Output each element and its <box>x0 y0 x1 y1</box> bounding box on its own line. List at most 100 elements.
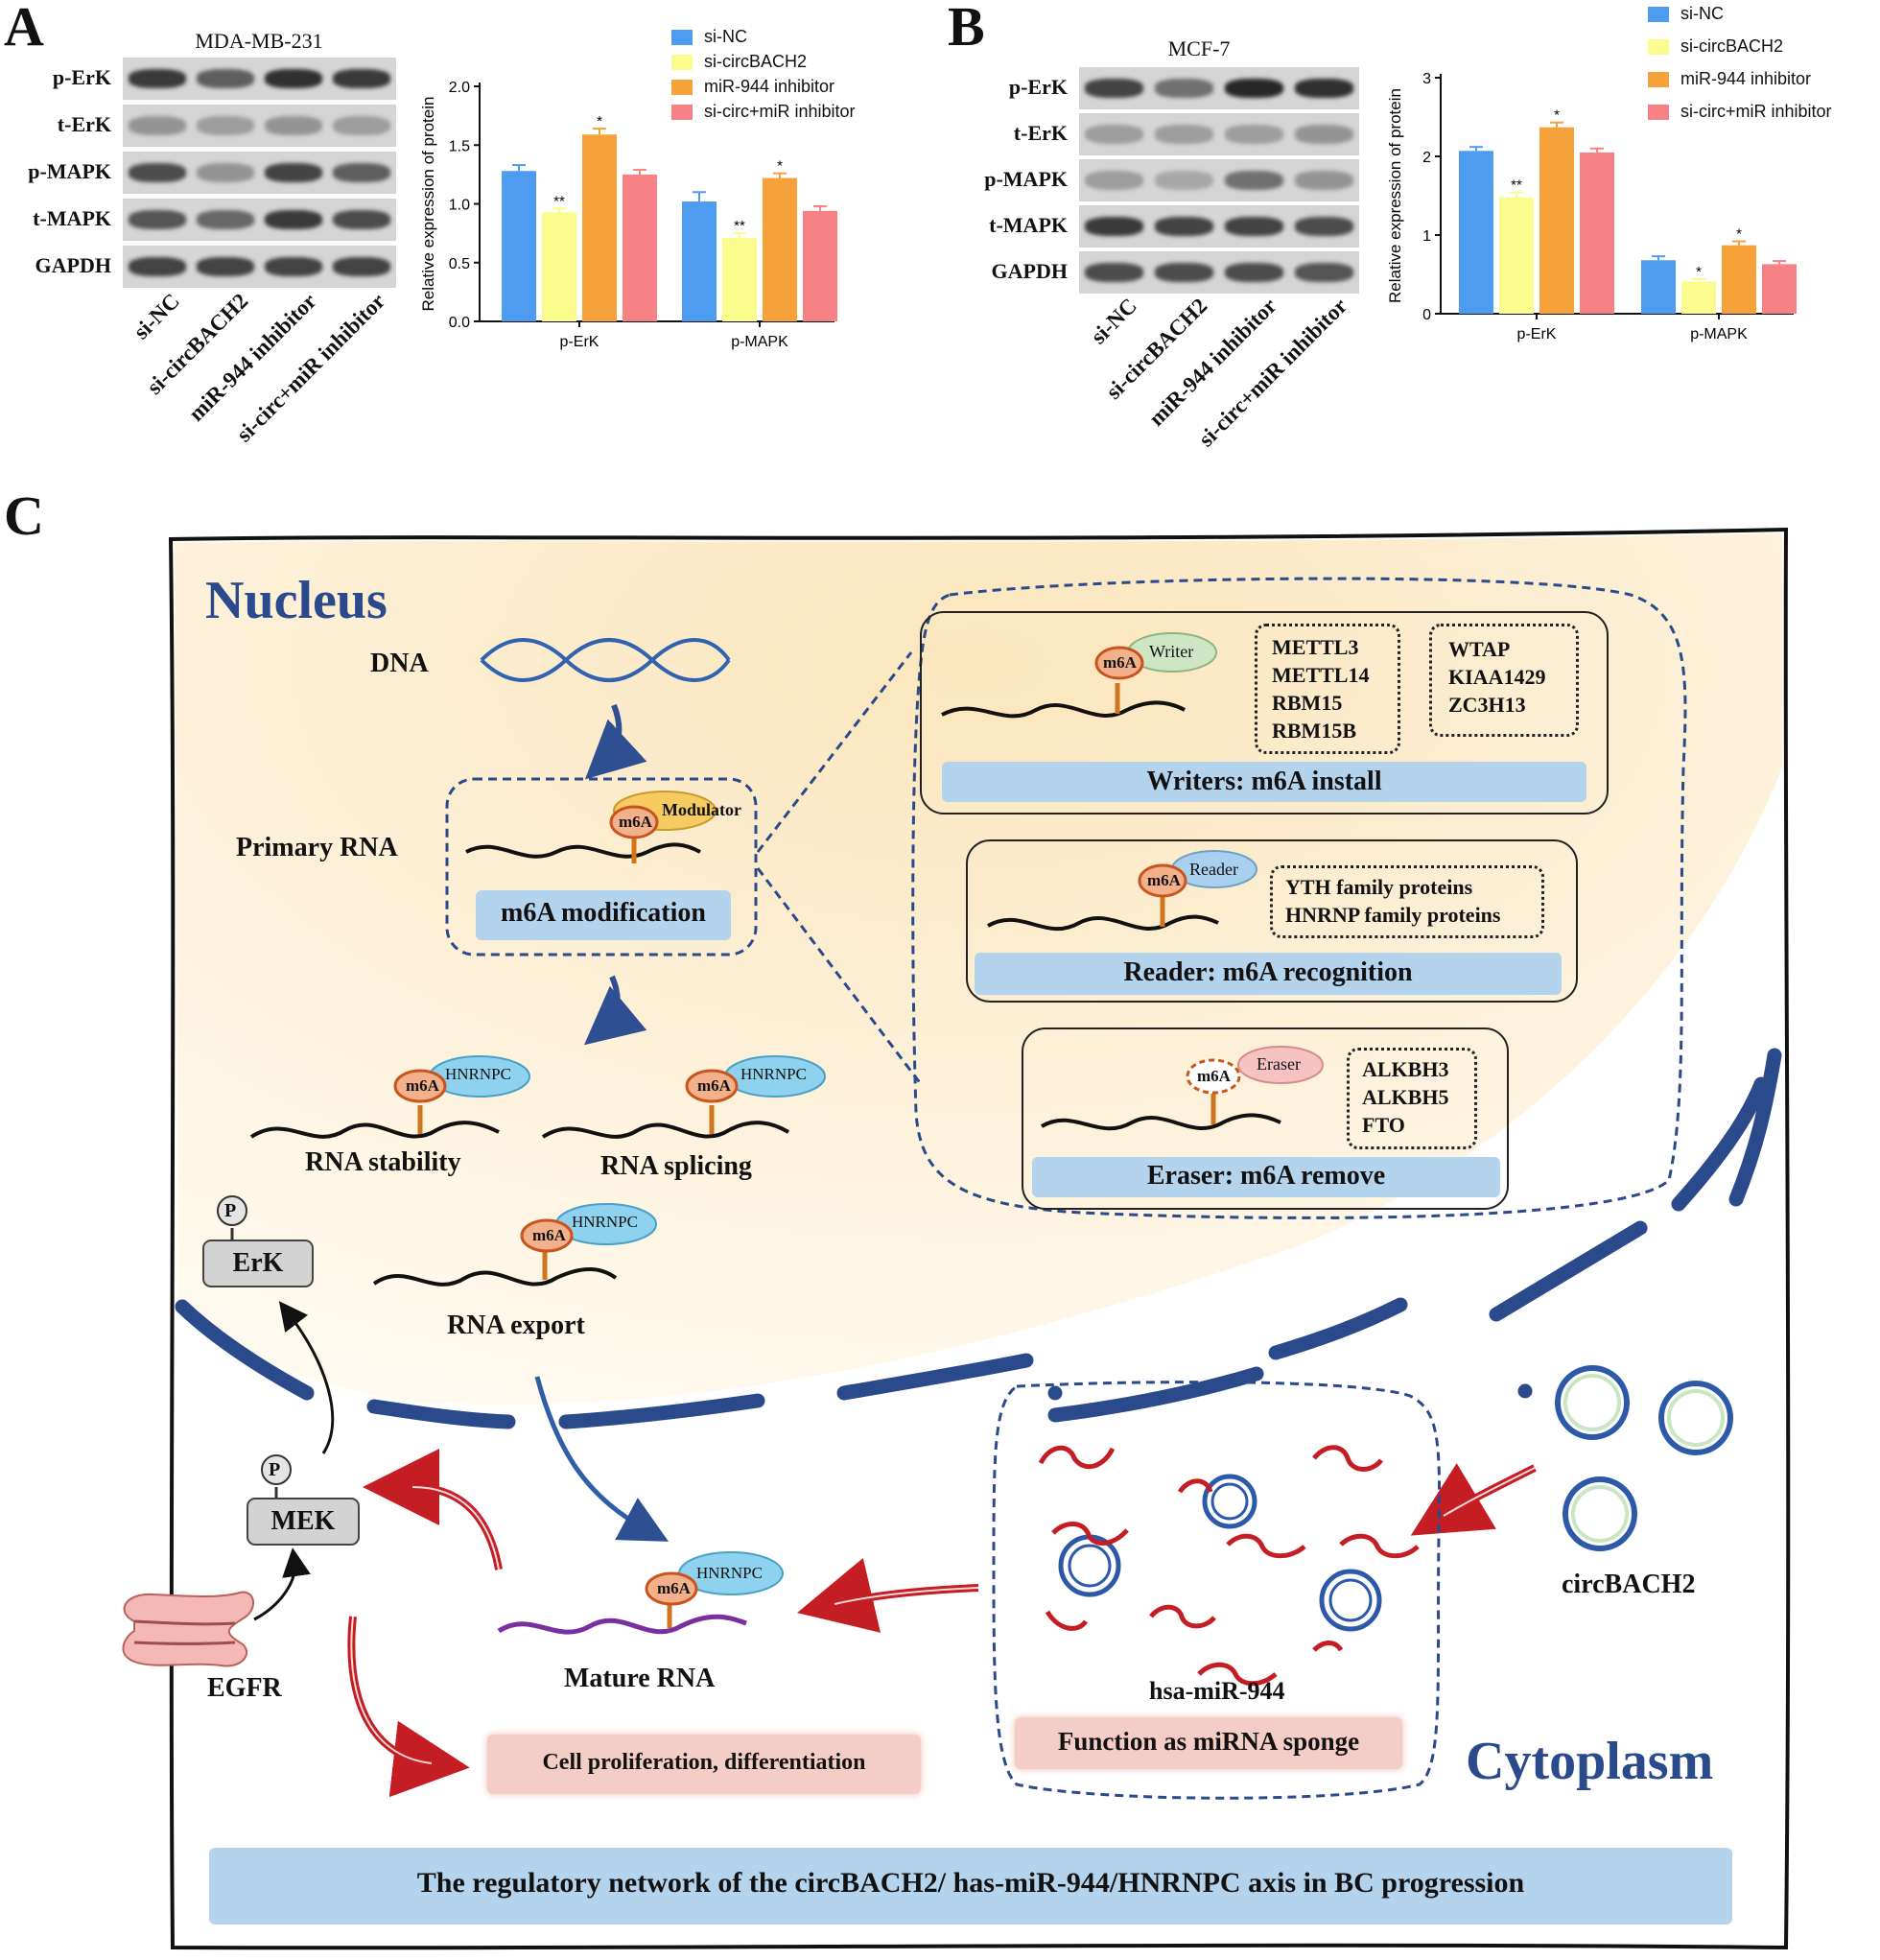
reader-list: YTH family proteins HNRNP family protein… <box>1285 873 1500 929</box>
hnrnpc-label: HNRNPC <box>740 1065 807 1083</box>
proliferation-text: Cell proliferation, differentiation <box>542 1750 866 1775</box>
reader-caption: Reader: m6A recognition <box>1123 957 1413 987</box>
blot-band-label: t-ErK <box>1013 121 1068 145</box>
legend-a-si-nc: si-NC <box>671 27 747 47</box>
blot-band <box>333 163 391 182</box>
blot-band <box>196 69 254 88</box>
m6a-label: m6A <box>1147 871 1181 889</box>
blot-strip <box>1079 251 1359 294</box>
legend-label: si-NC <box>704 27 747 46</box>
bar <box>1762 264 1797 314</box>
blot-band <box>333 257 391 276</box>
x-tick-label: p-MAPK <box>1690 326 1748 342</box>
phospho-icon <box>261 1454 292 1485</box>
cytoplasm-label: Cytoplasm <box>1466 1732 1714 1791</box>
blot-band <box>128 257 186 276</box>
blot-band <box>1294 217 1354 236</box>
blot-band <box>333 210 391 229</box>
mek-box <box>247 1498 360 1546</box>
blot-strip <box>1079 205 1359 248</box>
significance-label: * <box>1554 107 1560 124</box>
blot-strip <box>123 58 396 100</box>
blot-band-label: p-ErK <box>52 65 111 89</box>
legend-label: si-NC <box>1680 4 1724 23</box>
blot-strip <box>1079 159 1359 201</box>
legend-swatch <box>1648 71 1669 87</box>
writer-item: RBM15 <box>1272 691 1343 715</box>
writers-caption-banner <box>942 762 1586 802</box>
blot-band-label: p-MAPK <box>984 167 1068 191</box>
bar <box>542 212 576 321</box>
circbach2-icon <box>1555 1365 1733 1551</box>
blot-band <box>196 163 254 182</box>
writer-item: METTL3 <box>1272 635 1359 659</box>
legend-swatch <box>1648 104 1669 120</box>
rna-splicing-label: RNA splicing <box>600 1151 752 1181</box>
bar <box>682 201 717 321</box>
blot-band <box>128 69 186 88</box>
y-tick-label: 0.5 <box>449 256 470 272</box>
arrow-dna-to-rna <box>584 703 647 780</box>
m6a-label: m6A <box>697 1076 731 1095</box>
blot-band <box>333 69 391 88</box>
erk-label: ErK <box>232 1248 284 1278</box>
writers-list-1: METTL3 METTL14 RBM15 RBM15B <box>1272 633 1369 744</box>
blot-band-label: t-ErK <box>57 112 111 136</box>
blot-band <box>1224 125 1284 144</box>
hnrnpc-label: HNRNPC <box>445 1065 511 1083</box>
m6a-modification-banner <box>476 890 731 940</box>
dna-helix-icon <box>480 638 731 682</box>
eraser-item: ALKBH5 <box>1362 1085 1449 1109</box>
reader-item: YTH family proteins <box>1285 875 1473 899</box>
blot-band <box>265 210 323 229</box>
legend-swatch <box>671 104 693 120</box>
y-tick-label: 2 <box>1422 150 1431 166</box>
phospho-label: P <box>224 1200 237 1221</box>
eraser-item: ALKBH3 <box>1362 1057 1449 1081</box>
blot-strip <box>123 152 396 194</box>
m6a-label: m6A <box>657 1579 691 1597</box>
blot-strip <box>1079 113 1359 155</box>
bar <box>1722 245 1756 314</box>
legend-label: miR-944 inhibitor <box>1680 69 1812 88</box>
mature-rna-strand <box>497 1614 747 1635</box>
mature-rna-label: Mature RNA <box>564 1664 716 1693</box>
significance-label: * <box>777 158 783 175</box>
writers-list-box-1 <box>1255 624 1400 754</box>
legend-b-si-nc: si-NC <box>1648 4 1724 24</box>
bar <box>582 134 617 321</box>
rna-export-label: RNA export <box>447 1311 585 1340</box>
legend-b-mir-inhibitor: miR-944 inhibitor <box>1648 69 1811 89</box>
legend-b-si-circ-mir: si-circ+miR inhibitor <box>1648 102 1832 122</box>
y-tick-label: 1 <box>1422 228 1431 245</box>
blot-band <box>265 163 323 182</box>
bar <box>803 210 837 321</box>
x-tick-label: p-ErK <box>1517 326 1557 342</box>
y-tick-label: 3 <box>1422 71 1431 87</box>
dna-label: DNA <box>370 649 429 678</box>
mirna-sponge-box <box>992 1381 1442 1800</box>
blot-strip <box>123 246 396 288</box>
circbach2-label: circBACH2 <box>1562 1570 1696 1599</box>
blot-band <box>1154 79 1214 98</box>
proliferation-banner <box>487 1735 921 1794</box>
bar <box>763 177 797 321</box>
zoom-region <box>911 577 1687 1219</box>
sponge-text: Function as miRNA sponge <box>1057 1727 1360 1756</box>
blot-band <box>1294 79 1354 98</box>
blot-band-label: p-MAPK <box>28 159 111 183</box>
y-tick-label: 0.0 <box>449 315 470 331</box>
significance-label: * <box>1736 226 1742 243</box>
y-axis-label: Relative expression of protein <box>1386 88 1404 303</box>
blot-band <box>1224 79 1284 98</box>
y-tick-label: 1.5 <box>449 138 470 154</box>
writer-label: Writer <box>1149 642 1194 661</box>
blot-band <box>333 116 391 135</box>
eraser-list-box <box>1347 1048 1477 1149</box>
m6a-label: m6A <box>406 1076 439 1095</box>
x-tick-label: p-MAPK <box>731 334 788 350</box>
legend-swatch <box>671 79 693 95</box>
primary-rna-label: Primary RNA <box>236 833 398 862</box>
significance-label: * <box>597 113 602 130</box>
